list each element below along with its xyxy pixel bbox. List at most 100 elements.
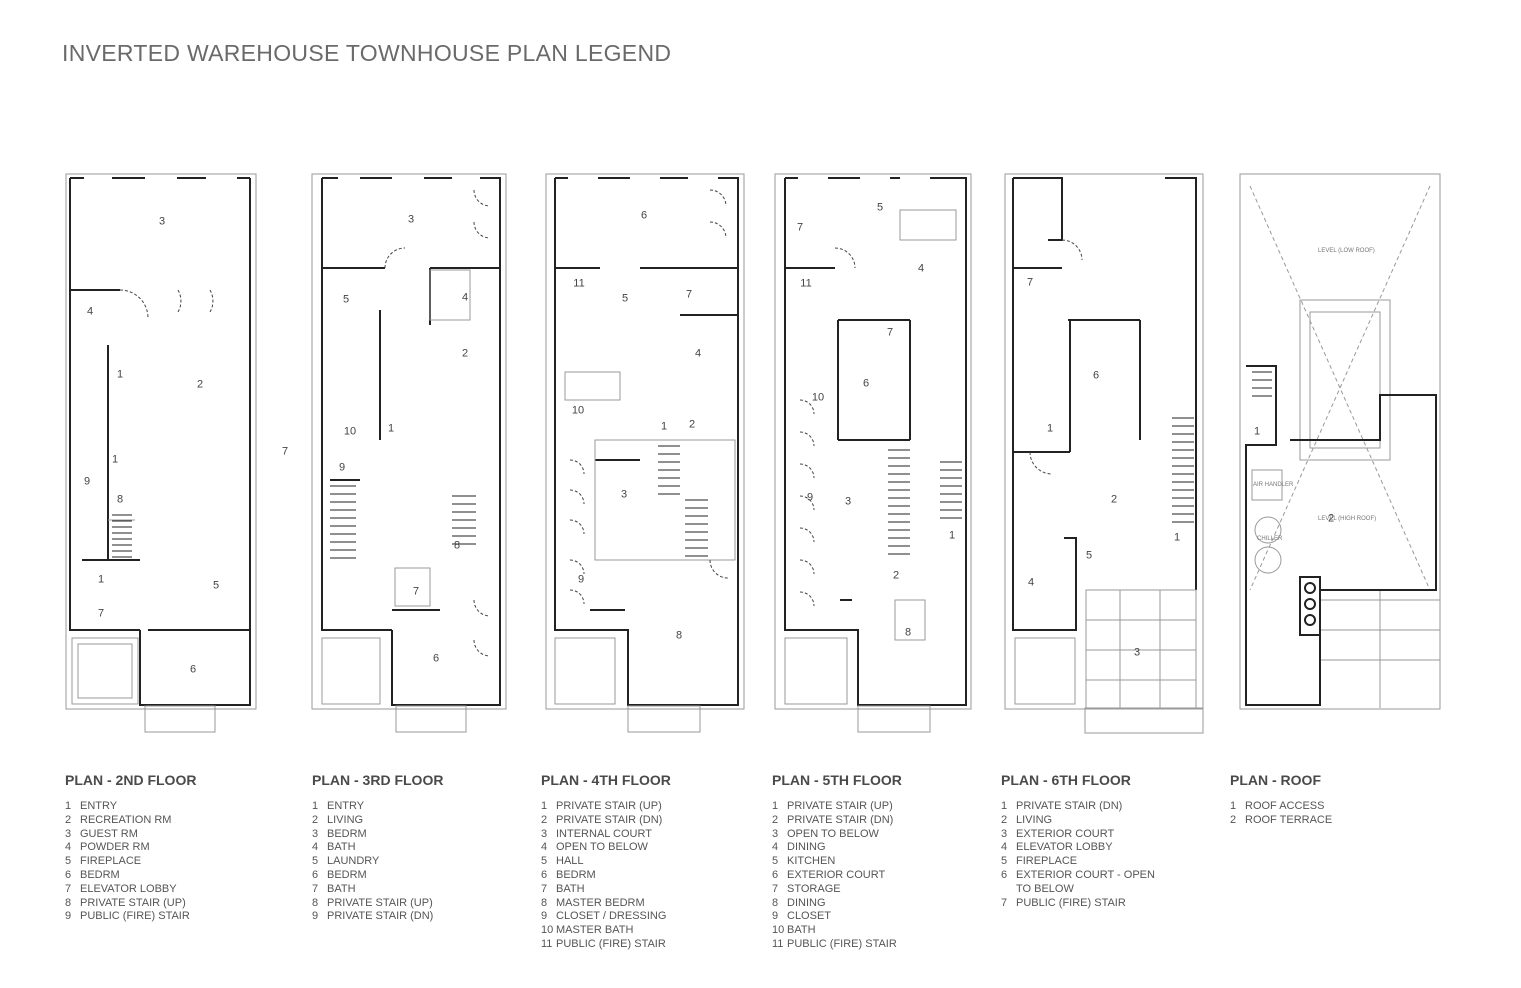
room-marker: 6 — [1092, 369, 1100, 382]
room-marker: 1 — [111, 453, 119, 466]
room-marker: 6 — [189, 663, 197, 676]
room-marker: 2 — [196, 378, 204, 391]
legend-heading: PLAN - 3RD FLOOR — [312, 772, 444, 788]
roof-note: AIR HANDLER — [1253, 482, 1294, 488]
room-marker: 2 — [892, 569, 900, 582]
room-marker: 3 — [844, 495, 852, 508]
plan-3rd-floor — [0, 0, 507, 733]
room-marker: 1 — [660, 420, 668, 433]
room-marker: 8 — [904, 626, 912, 639]
room-marker: 6 — [640, 209, 648, 222]
room-marker: 5 — [342, 293, 350, 306]
room-marker: 9 — [577, 573, 585, 586]
room-marker: 4 — [917, 262, 925, 275]
room-marker: 2 — [461, 347, 469, 360]
page-title: INVERTED WAREHOUSE TOWNHOUSE PLAN LEGEND — [62, 40, 672, 66]
room-marker: 1 — [1173, 531, 1181, 544]
plan-4th-floor — [0, 0, 745, 733]
room-marker: 5 — [621, 292, 629, 305]
room-marker: 9 — [806, 491, 814, 504]
legend-heading: PLAN - 2ND FLOOR — [65, 772, 197, 788]
legend-item-continuation: TO BELOW — [1016, 882, 1074, 895]
room-marker: 3 — [620, 488, 628, 501]
room-marker: 8 — [675, 629, 683, 642]
room-marker: 1 — [1046, 422, 1054, 435]
legend-heading: PLAN - ROOF — [1230, 772, 1321, 788]
plan-2nd-floor — [0, 0, 257, 733]
room-marker: 7 — [685, 288, 693, 301]
roof-note: LEVEL (HIGH ROOF) — [1318, 516, 1377, 522]
room-marker: 11 — [800, 277, 812, 290]
room-marker: 7 — [97, 607, 105, 620]
room-marker: 10 — [571, 404, 585, 417]
room-marker: 10 — [343, 425, 357, 438]
room-marker: 10 — [811, 391, 825, 404]
stray-marker: 7 — [281, 445, 289, 458]
plan-roof — [0, 0, 1441, 710]
room-marker: 8 — [453, 539, 461, 552]
legend-heading: PLAN - 5TH FLOOR — [772, 772, 902, 788]
room-marker: 5 — [876, 201, 884, 214]
room-marker: 4 — [1027, 576, 1035, 589]
room-marker: 1 — [948, 529, 956, 542]
plan-5th-floor — [0, 0, 972, 733]
room-marker: 7 — [1026, 276, 1034, 289]
room-marker: 9 — [338, 461, 346, 474]
room-marker: 7 — [412, 585, 420, 598]
room-marker: 6 — [432, 652, 440, 665]
room-marker: 2 — [1327, 512, 1335, 525]
room-marker: 7 — [886, 326, 894, 339]
room-marker: 7 — [796, 221, 804, 234]
room-marker: 4 — [86, 305, 94, 318]
